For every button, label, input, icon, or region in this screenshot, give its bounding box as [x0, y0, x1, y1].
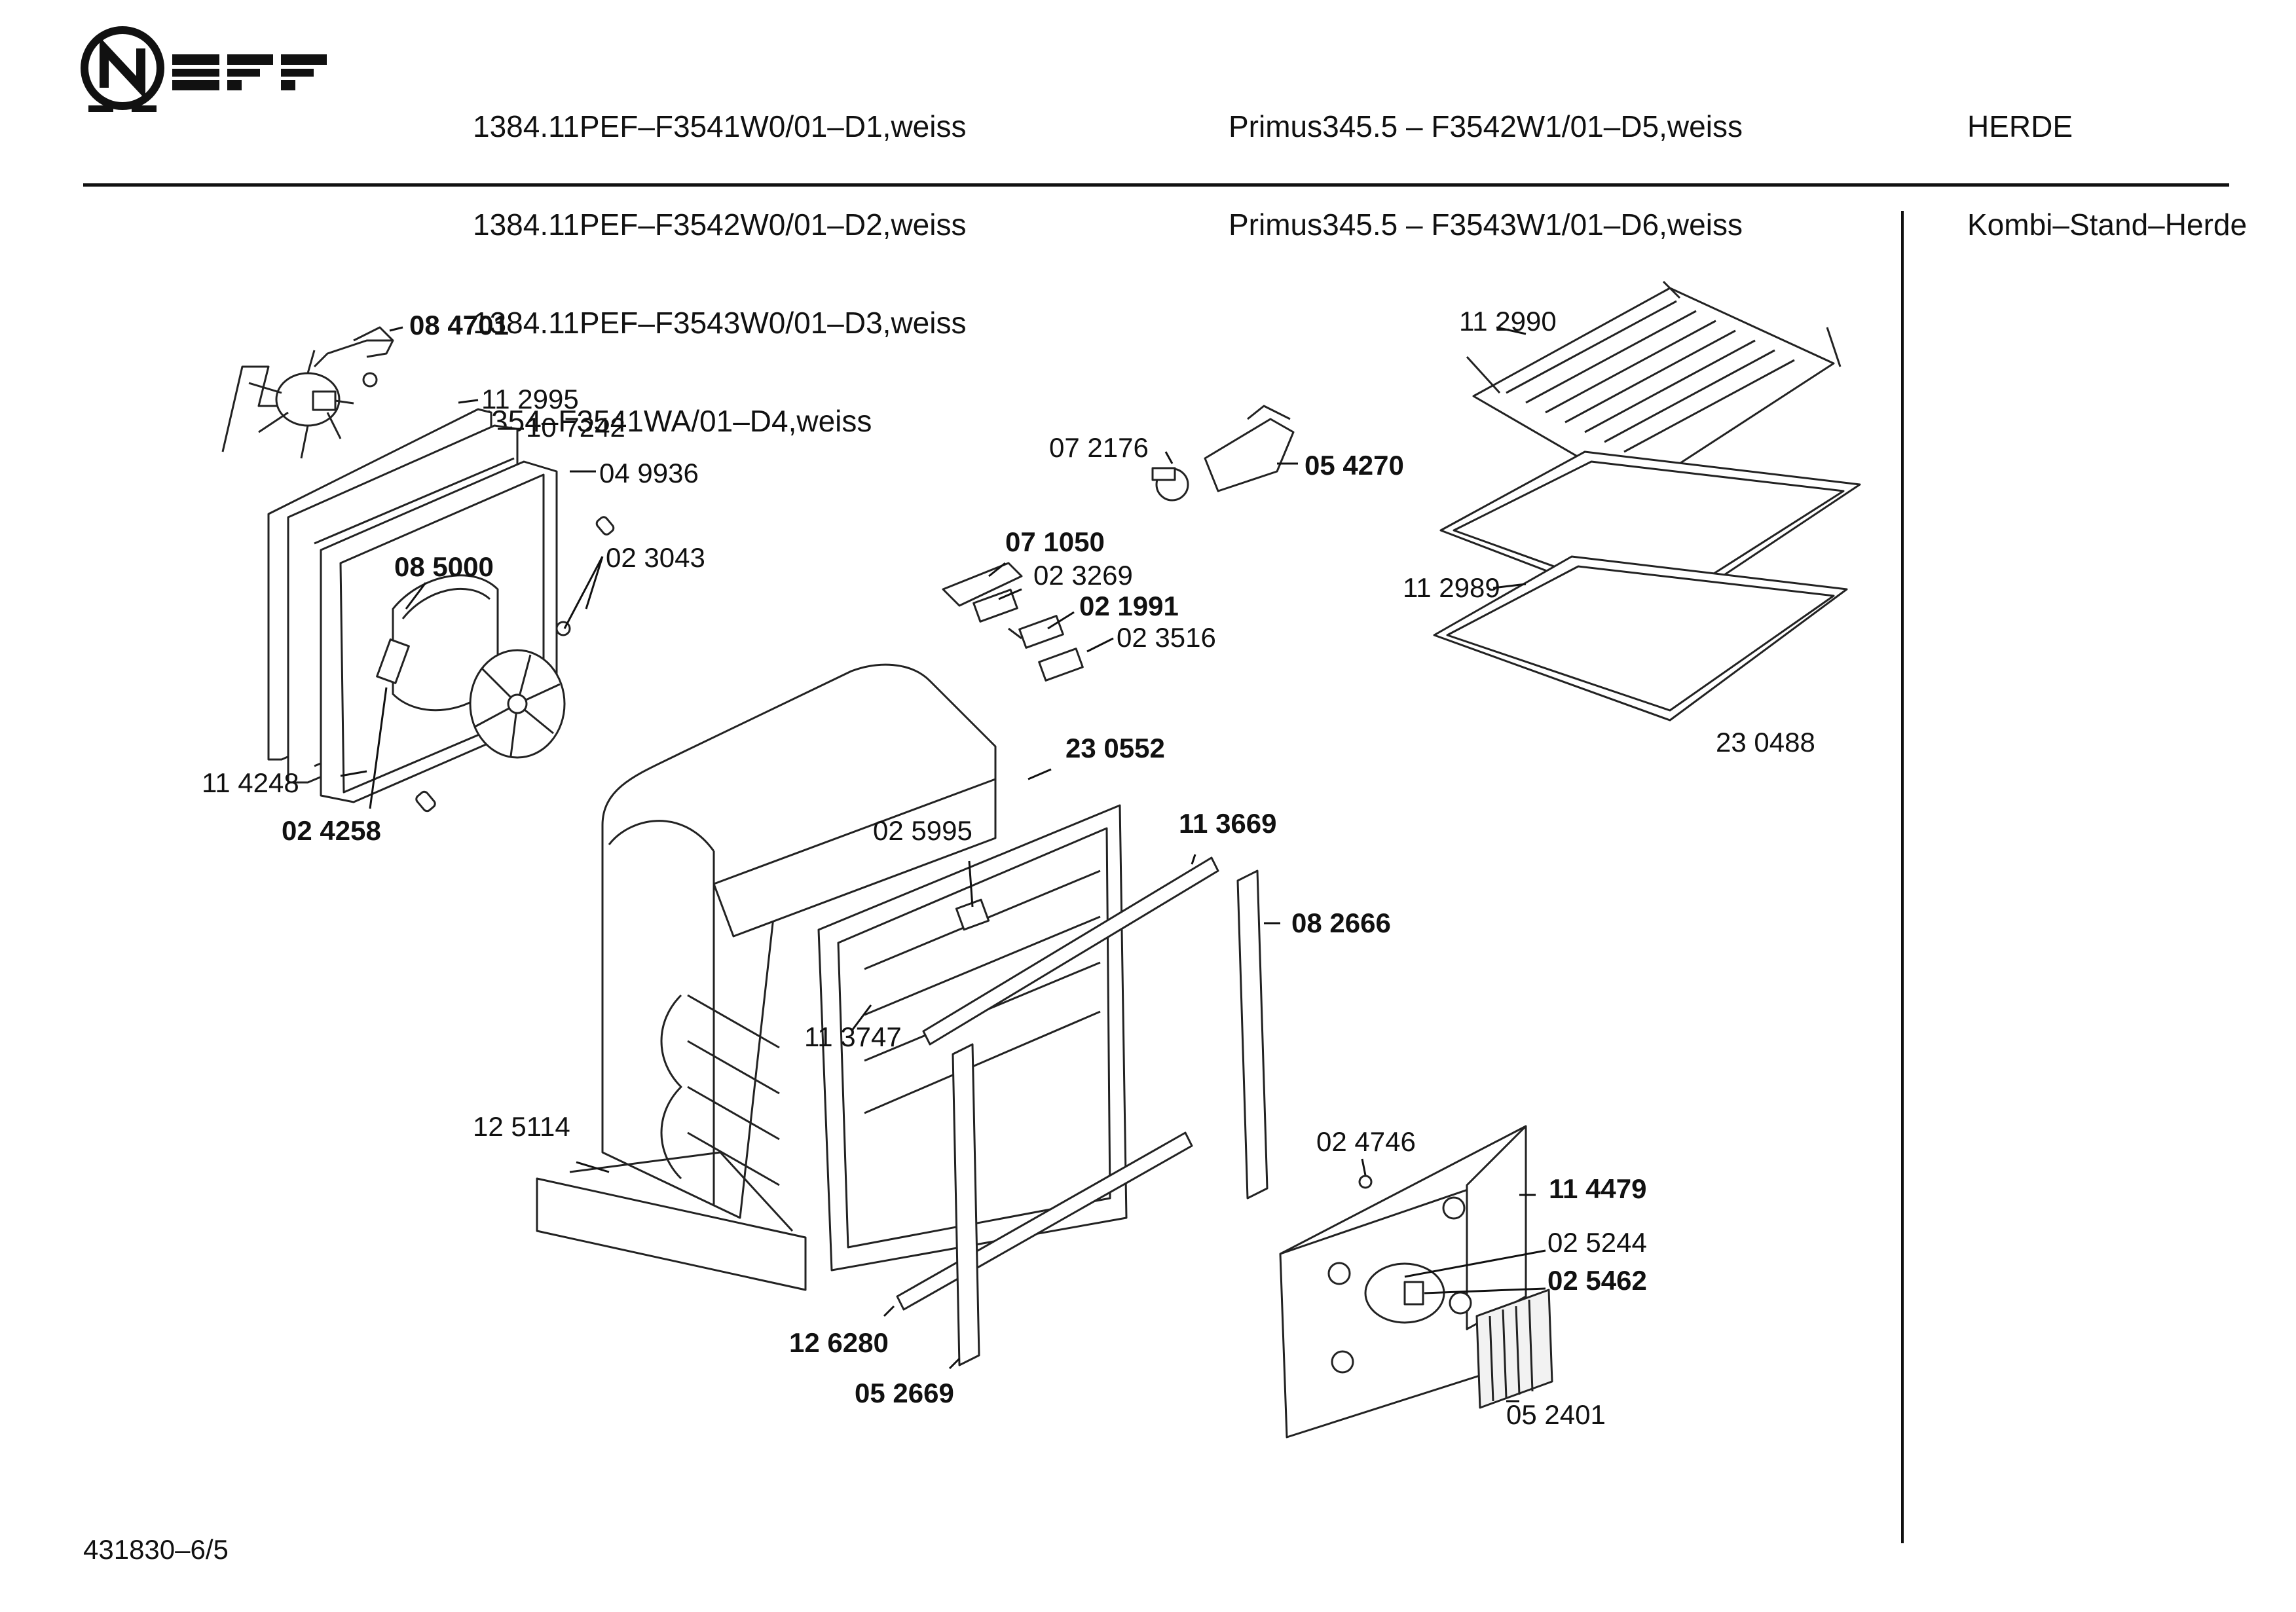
- neff-logo: [75, 25, 350, 117]
- part-label: 10 7242: [526, 412, 625, 443]
- part-label: 11 4248: [202, 767, 299, 798]
- header-rule: [83, 183, 2229, 187]
- part-label: 02 3269: [1033, 560, 1133, 591]
- fan-motor-drawing: [221, 326, 394, 459]
- part-label: 11 4479: [1549, 1173, 1647, 1204]
- part-label: 02 1991: [1079, 591, 1179, 621]
- lamp-drawing: [1151, 405, 1295, 502]
- part-label: 04 9936: [599, 458, 699, 488]
- fan-impeller-drawing: [469, 649, 566, 759]
- oven-cavity-drawing: [536, 663, 1128, 1291]
- model-line: 1384.11PEF–F3541W0/01–D1,weiss: [473, 109, 967, 143]
- model-line: 1384.11PEF–F3542W0/01–D2,weiss: [473, 208, 967, 242]
- part-label: 11 2995: [481, 384, 579, 414]
- part-label: 11 3669: [1179, 808, 1277, 839]
- model-line: 1384.11PEF–F3543W0/01–D3,weiss: [473, 306, 967, 340]
- part-label: 05 2401: [1506, 1399, 1606, 1430]
- part-label: 11 3747: [804, 1021, 902, 1052]
- category-line: HERDE: [1967, 109, 2073, 143]
- small-pins-drawing: [415, 516, 615, 813]
- part-label: 02 4258: [282, 815, 381, 846]
- part-label: 23 0488: [1716, 727, 1815, 758]
- rails-drawing: [896, 856, 1268, 1366]
- model-line: Primus345.5 – F3542W1/01–D5,weiss: [1229, 109, 1743, 143]
- model-list-1: 1384.11PEF–F3541W0/01–D1,weiss 1384.11PE…: [473, 45, 966, 470]
- part-label: 11 2989: [1403, 572, 1500, 603]
- model-line: Primus345.5 – F3543W1/01–D6,weiss: [1229, 208, 1743, 242]
- model-line: F354–F3541WA/01–D4,weiss: [473, 404, 872, 438]
- model-list-2: Primus345.5 – F3542W1/01–D5,weiss Primus…: [1229, 45, 1743, 274]
- part-label: 05 2669: [855, 1378, 954, 1408]
- leader-lines: [340, 326, 1546, 1402]
- part-label: 07 2176: [1049, 432, 1149, 463]
- part-label: 12 5114: [473, 1111, 570, 1142]
- rack-tray-drawing: [1433, 280, 1861, 722]
- connectors-drawing: [942, 562, 1084, 682]
- part-label: 02 3516: [1117, 622, 1216, 653]
- neff-logo-graphic: [81, 26, 327, 112]
- part-label: 02 4746: [1316, 1126, 1416, 1157]
- rear-wall-drawing: [267, 408, 571, 803]
- part-label: 08 5000: [394, 551, 494, 582]
- side-rule: [1901, 211, 1904, 1543]
- part-label: 08 4701: [409, 310, 509, 340]
- part-label: 02 5462: [1547, 1265, 1647, 1296]
- part-label: 02 5244: [1547, 1227, 1647, 1258]
- part-label: 12 6280: [789, 1327, 889, 1358]
- part-label: 02 5995: [873, 815, 972, 846]
- part-label: 07 1050: [1005, 526, 1105, 557]
- part-label: 23 0552: [1065, 733, 1165, 763]
- category-line: Kombi–Stand–Herde: [1967, 208, 2248, 242]
- category-label: HERDE Kombi–Stand–Herde: [1967, 45, 2247, 274]
- part-label: 02 3043: [606, 542, 705, 573]
- part-label: 05 4270: [1305, 450, 1404, 481]
- control-panel-drawing: [1279, 1125, 1553, 1438]
- part-label: 08 2666: [1291, 907, 1391, 938]
- part-label: 11 2990: [1459, 306, 1557, 337]
- document-number: 431830–6/5: [83, 1534, 229, 1565]
